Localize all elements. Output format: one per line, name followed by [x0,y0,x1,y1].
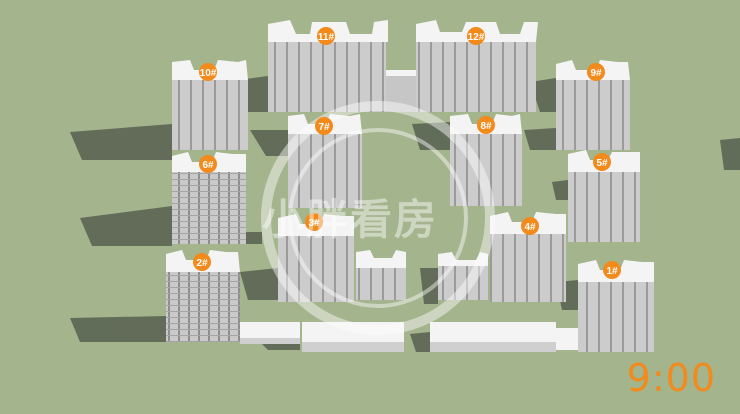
svg-text:1#: 1# [606,266,618,277]
marker-11[interactable]: 11# [317,27,335,45]
marker-9[interactable]: 9# [587,63,605,81]
marker-7[interactable]: 7# [315,117,333,135]
svg-text:4#: 4# [524,222,536,233]
building-1[interactable] [578,260,654,352]
podium-bottom-left [240,322,404,352]
marker-3[interactable]: 3# [305,213,323,231]
marker-1[interactable]: 1# [603,261,621,279]
svg-text:2#: 2# [196,258,208,269]
building-6[interactable] [172,152,246,244]
marker-4[interactable]: 4# [521,217,539,235]
marker-5[interactable]: 5# [593,153,611,171]
building-low-center-right [438,252,488,300]
marker-6[interactable]: 6# [199,155,217,173]
svg-text:3#: 3# [308,218,320,229]
building-2[interactable] [166,250,240,342]
svg-text:7#: 7# [318,122,330,133]
svg-text:12#: 12# [468,32,485,43]
svg-text:5#: 5# [596,158,608,169]
building-5[interactable] [568,150,640,242]
marker-2[interactable]: 2# [193,253,211,271]
svg-text:8#: 8# [480,121,492,132]
building-3[interactable] [278,214,354,302]
svg-text:6#: 6# [202,160,214,171]
svg-text:11#: 11# [318,32,335,43]
building-low-center-left [356,250,406,300]
svg-text:10#: 10# [200,68,217,79]
link-block-top [386,70,416,112]
building-markers: 1# 2# 4# 5# 6# 7# 8# 9# 10# 11# 12# 3# [193,27,621,279]
watermark-text: 小胖看房 [262,195,439,244]
podium-bottom-right [430,322,578,352]
watermark-logo [261,101,495,335]
svg-text:9#: 9# [590,68,602,79]
marker-12[interactable]: 12# [467,27,485,45]
marker-8[interactable]: 8# [477,116,495,134]
marker-10[interactable]: 10# [199,63,217,81]
time-label: 9:00 [626,356,716,400]
